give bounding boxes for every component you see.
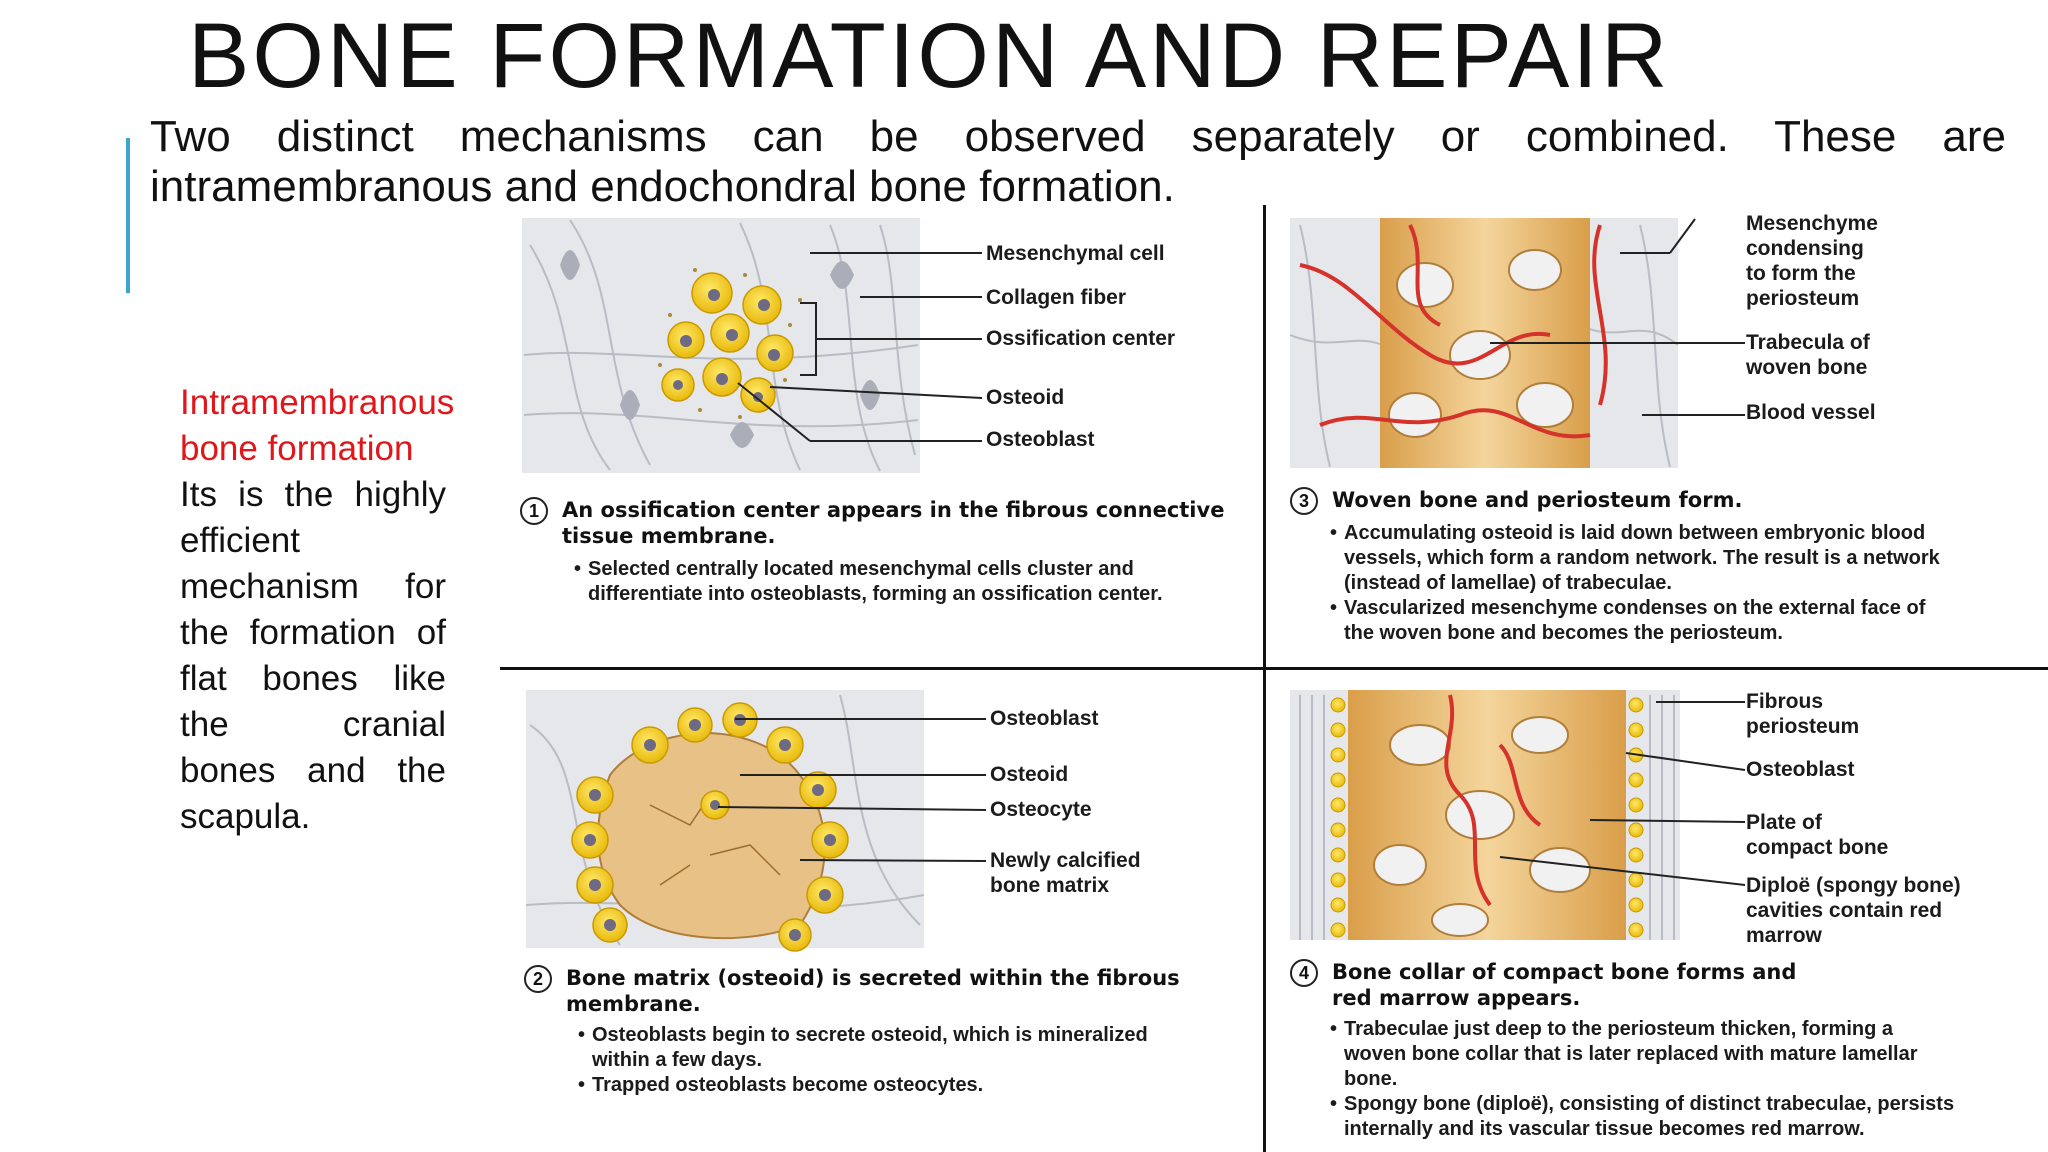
label-collagen-fiber: Collagen fiber [986, 286, 1127, 309]
panel-4-illustration [1290, 690, 1680, 940]
label-diploe-spongy-bone: Diploë (spongy bone) cavities contain re… [1746, 874, 1961, 947]
panel-2-illustration [525, 690, 925, 952]
panel-1-bullet: Selected centrally located mesenchymal c… [574, 557, 1163, 607]
figure-illustrations [522, 218, 1746, 952]
panel-4-bullet: Spongy bone (diploë), consisting of dist… [1330, 1092, 1954, 1142]
panel-3-bullet: Accumulating osteoid is laid down betwee… [1330, 521, 1940, 596]
panel-1-title: An ossification center appears in the fi… [562, 498, 1225, 548]
accent-bar [126, 138, 130, 293]
side-text: Intramembranous bone formation Its is th… [180, 380, 455, 840]
panel-2-bullet: Trapped osteoblasts become osteocytes. [578, 1073, 1148, 1098]
side-heading: Intramembranous bone formation [180, 383, 455, 468]
label-osteoblast-2: Osteoblast [990, 707, 1099, 730]
panel-2-bullets: Osteoblasts begin to secrete osteoid, wh… [578, 1023, 1148, 1098]
side-body: Its is the highly efficient mechanism fo… [180, 475, 446, 836]
panel-1-illustration [522, 218, 920, 473]
panel-1-bullets: Selected centrally located mesenchymal c… [574, 557, 1163, 607]
figure-divider-vertical [1263, 205, 1266, 1152]
label-plate-compact-bone: Plate of compact bone [1746, 811, 1889, 859]
panel-3-bullet: Vascularized mesenchyme condenses on the… [1330, 596, 1940, 646]
label-fibrous-periosteum: Fibrous periosteum [1746, 690, 1860, 738]
label-ossification-center: Ossification center [986, 327, 1176, 350]
slide-title: BONE FORMATION AND REPAIR [188, 5, 1671, 107]
label-osteoblast: Osteoblast [986, 428, 1095, 451]
panel-2-title: Bone matrix (osteoid) is secreted within… [566, 966, 1180, 1016]
label-osteocyte: Osteocyte [990, 798, 1092, 821]
leader-lines [717, 218, 1746, 886]
panel-4-bullets: Trabeculae just deep to the periosteum t… [1330, 1017, 1954, 1142]
label-mesenchymal-cell: Mesenchymal cell [986, 242, 1165, 265]
panel-2-number: 2 [524, 965, 552, 993]
label-osteoid-2: Osteoid [990, 763, 1069, 786]
label-trabecula-woven-bone: Trabecula of woven bone [1746, 331, 1870, 379]
label-osteoid: Osteoid [986, 386, 1065, 409]
panel-3-title: Woven bone and periosteum form. [1332, 488, 1743, 512]
label-newly-calcified-bone-matrix: Newly calcified bone matrix [990, 849, 1141, 897]
panel-2-bullet: Osteoblasts begin to secrete osteoid, wh… [578, 1023, 1148, 1073]
figure-divider-horizontal [500, 667, 2048, 670]
label-osteoblast-4: Osteoblast [1746, 758, 1855, 781]
panel-3-number: 3 [1290, 487, 1318, 515]
panel-4-bullet: Trabeculae just deep to the periosteum t… [1330, 1017, 1954, 1092]
bone-formation-figure: Mesenchymal cell Collagen fiber Ossifica… [500, 205, 2048, 1152]
panel-3-bullets: Accumulating osteoid is laid down betwee… [1330, 521, 1940, 646]
label-blood-vessel: Blood vessel [1746, 401, 1876, 424]
label-mesenchyme-condensing: Mesenchyme condensing to form the perios… [1746, 212, 1878, 310]
panel-4-number: 4 [1290, 959, 1318, 987]
panel-4-title: Bone collar of compact bone forms and re… [1332, 960, 1797, 1010]
panel-1-number: 1 [520, 497, 548, 525]
intro-paragraph: Two distinct mechanisms can be observed … [150, 112, 2006, 211]
